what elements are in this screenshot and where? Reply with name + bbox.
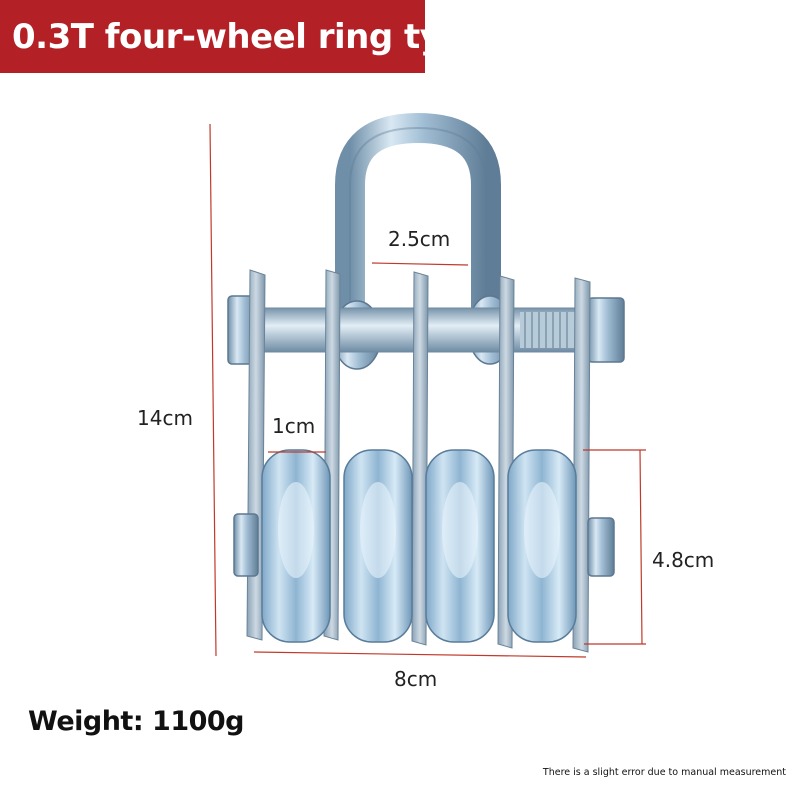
width-label: 8cm — [394, 667, 438, 691]
wheel-diameter-label: 4.8cm — [652, 548, 715, 572]
bottom-bolt — [233, 513, 615, 577]
banner-title: 0.3T four-wheel ring type — [12, 17, 488, 57]
title-banner: 0.3T four-wheel ring type — [0, 0, 425, 73]
height-label: 14cm — [137, 406, 193, 430]
groove-width-label: 1cm — [272, 414, 316, 438]
measurement-disclaimer: There is a slight error due to manual me… — [542, 767, 786, 778]
top-bolt — [227, 295, 625, 365]
weight-label: Weight: 1100g — [28, 706, 245, 737]
dimension-lines — [209, 123, 646, 658]
shackle-gap-label: 2.5cm — [388, 227, 451, 251]
pulley-wheels — [261, 449, 577, 643]
